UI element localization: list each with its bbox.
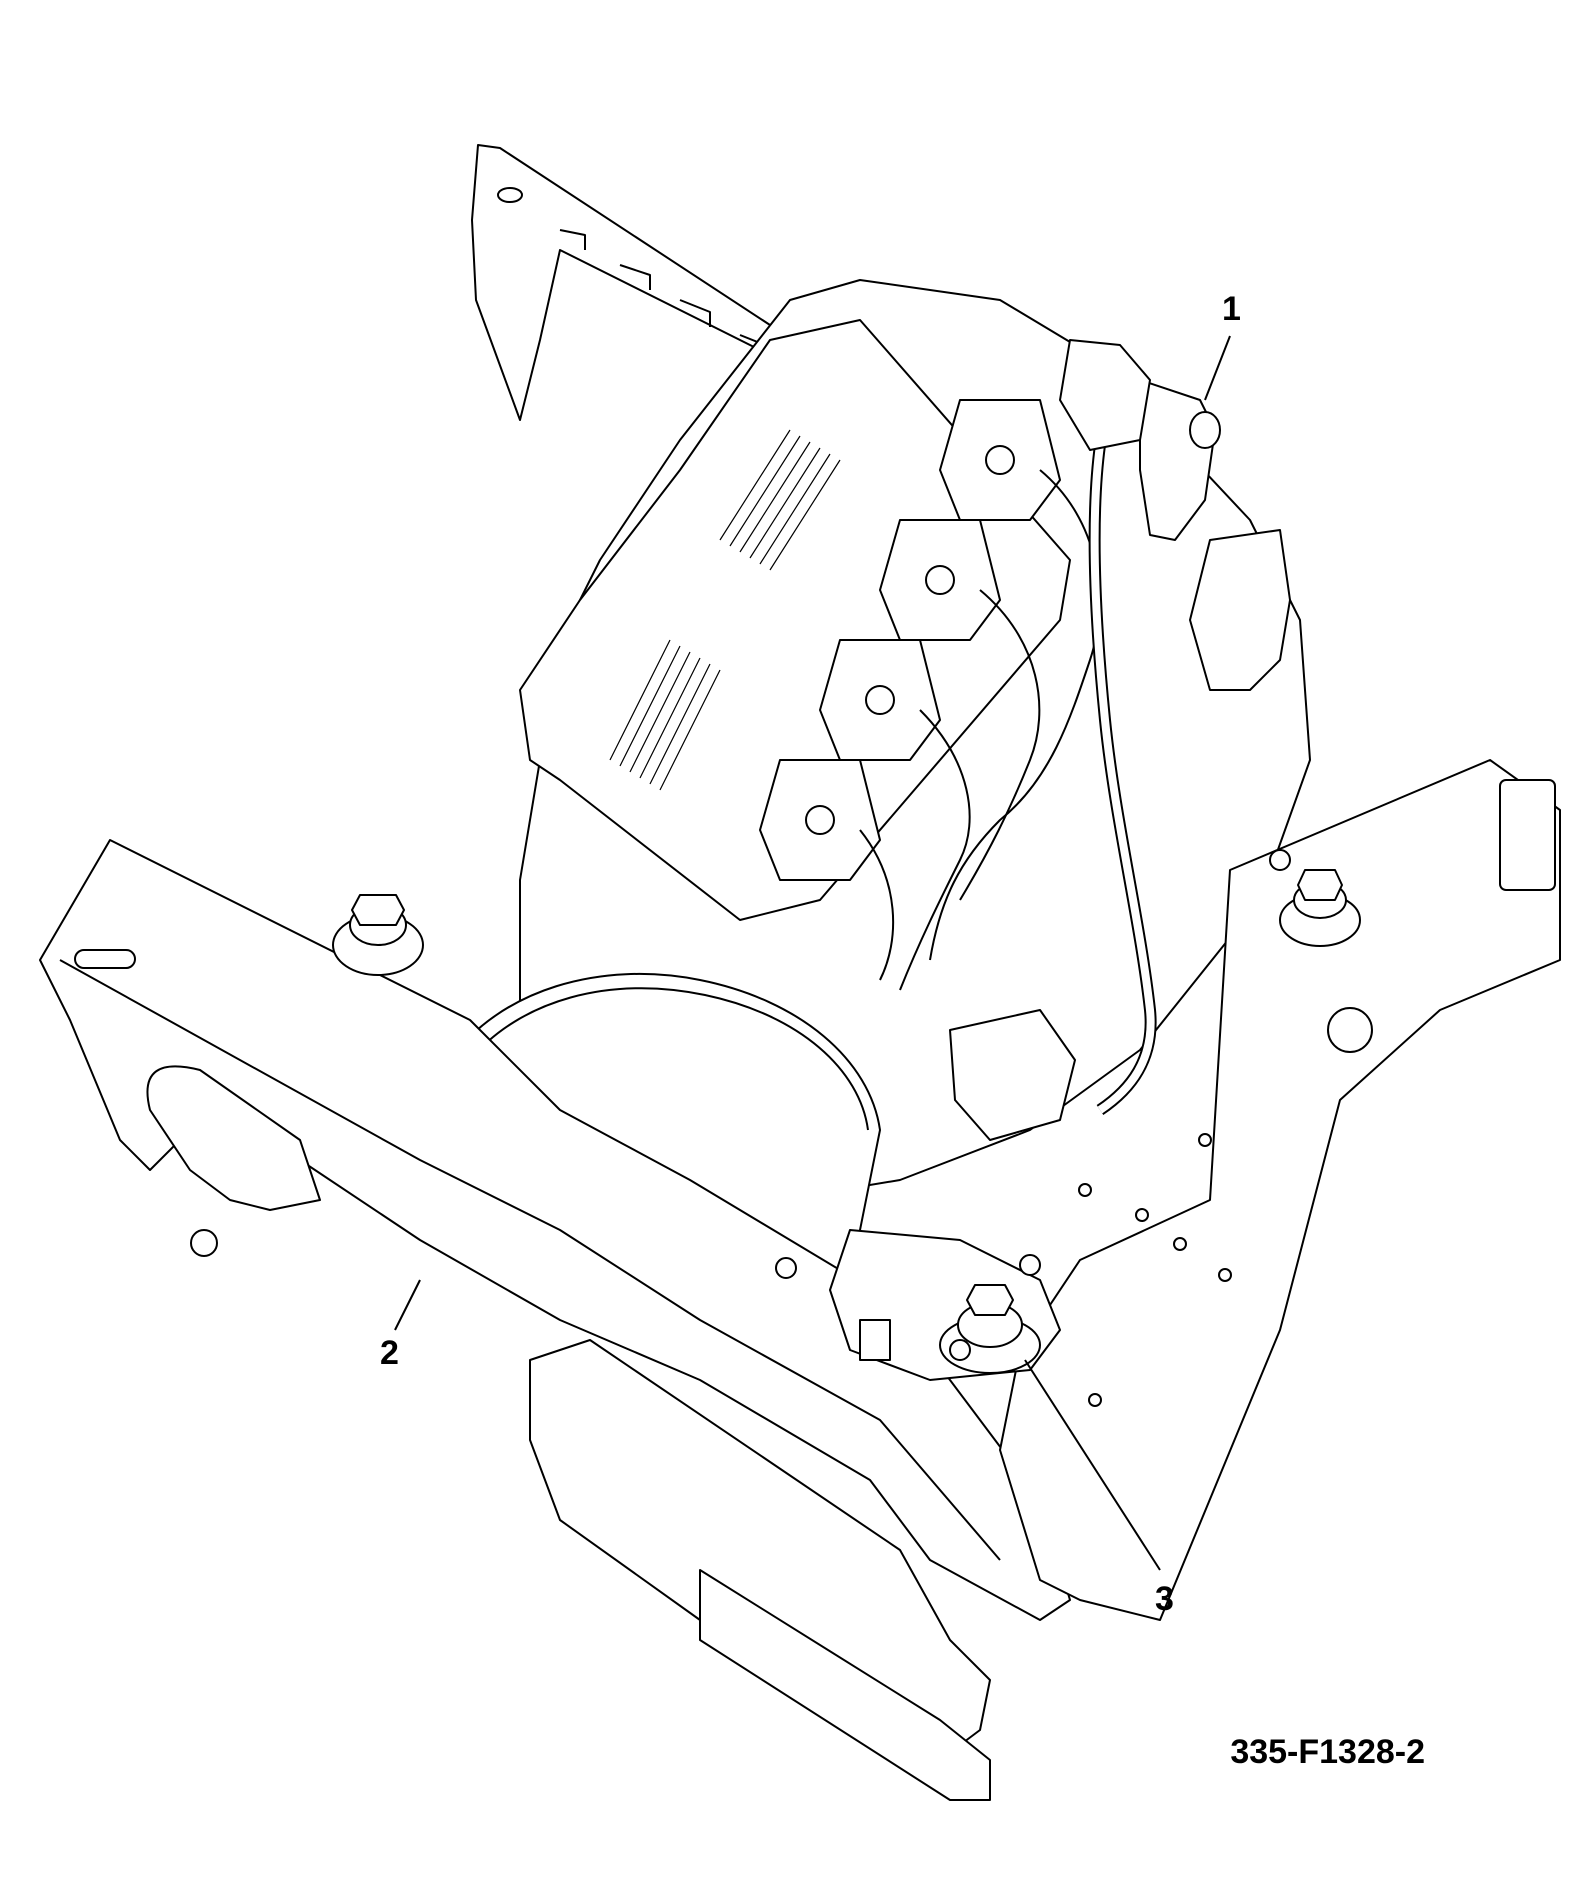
leader-line-3 <box>1025 1360 1160 1570</box>
air-outlet-cap <box>1190 412 1220 448</box>
lower-guard-plate <box>530 1340 990 1760</box>
right-frame-holes <box>1079 1134 1231 1406</box>
right-frame-rail <box>1000 760 1560 1620</box>
left-frame-slot <box>75 950 135 968</box>
injector-units <box>760 400 1060 880</box>
engine-mount-front-right <box>830 1230 1060 1380</box>
engine-mount-rear-right <box>1270 850 1360 946</box>
flywheel-rim <box>470 988 868 1130</box>
callout-2: 2 <box>380 1334 399 1372</box>
rocker-cover-fins <box>610 430 840 790</box>
left-frame-rail-cutout <box>147 1066 320 1210</box>
left-frame-rail-edge <box>60 960 1000 1560</box>
rear-bracket-plate <box>472 145 770 420</box>
frame-bolt-center <box>776 1258 796 1278</box>
oil-filter <box>950 1010 1075 1140</box>
sensor-bracket <box>1190 530 1290 690</box>
callout-3: 3 <box>1155 1580 1174 1618</box>
left-frame-rail <box>40 840 1070 1620</box>
figure-id: 335-F1328-2 <box>1230 1733 1425 1771</box>
right-frame-round-slot <box>1328 1008 1372 1052</box>
leader-line-2 <box>395 1280 420 1330</box>
turbo-housing <box>1060 340 1150 450</box>
lower-guard-box <box>700 1570 990 1800</box>
callout-1: 1 <box>1222 290 1241 328</box>
leader-line-1 <box>1205 336 1230 400</box>
breather-hose-inner <box>1095 445 1151 1110</box>
right-frame-tab <box>1500 780 1555 890</box>
frame-bolt-left <box>191 1230 217 1256</box>
rear-bracket-slot <box>498 188 522 202</box>
rear-bracket-notches <box>560 230 765 345</box>
engine-mount-front-left <box>333 895 423 975</box>
